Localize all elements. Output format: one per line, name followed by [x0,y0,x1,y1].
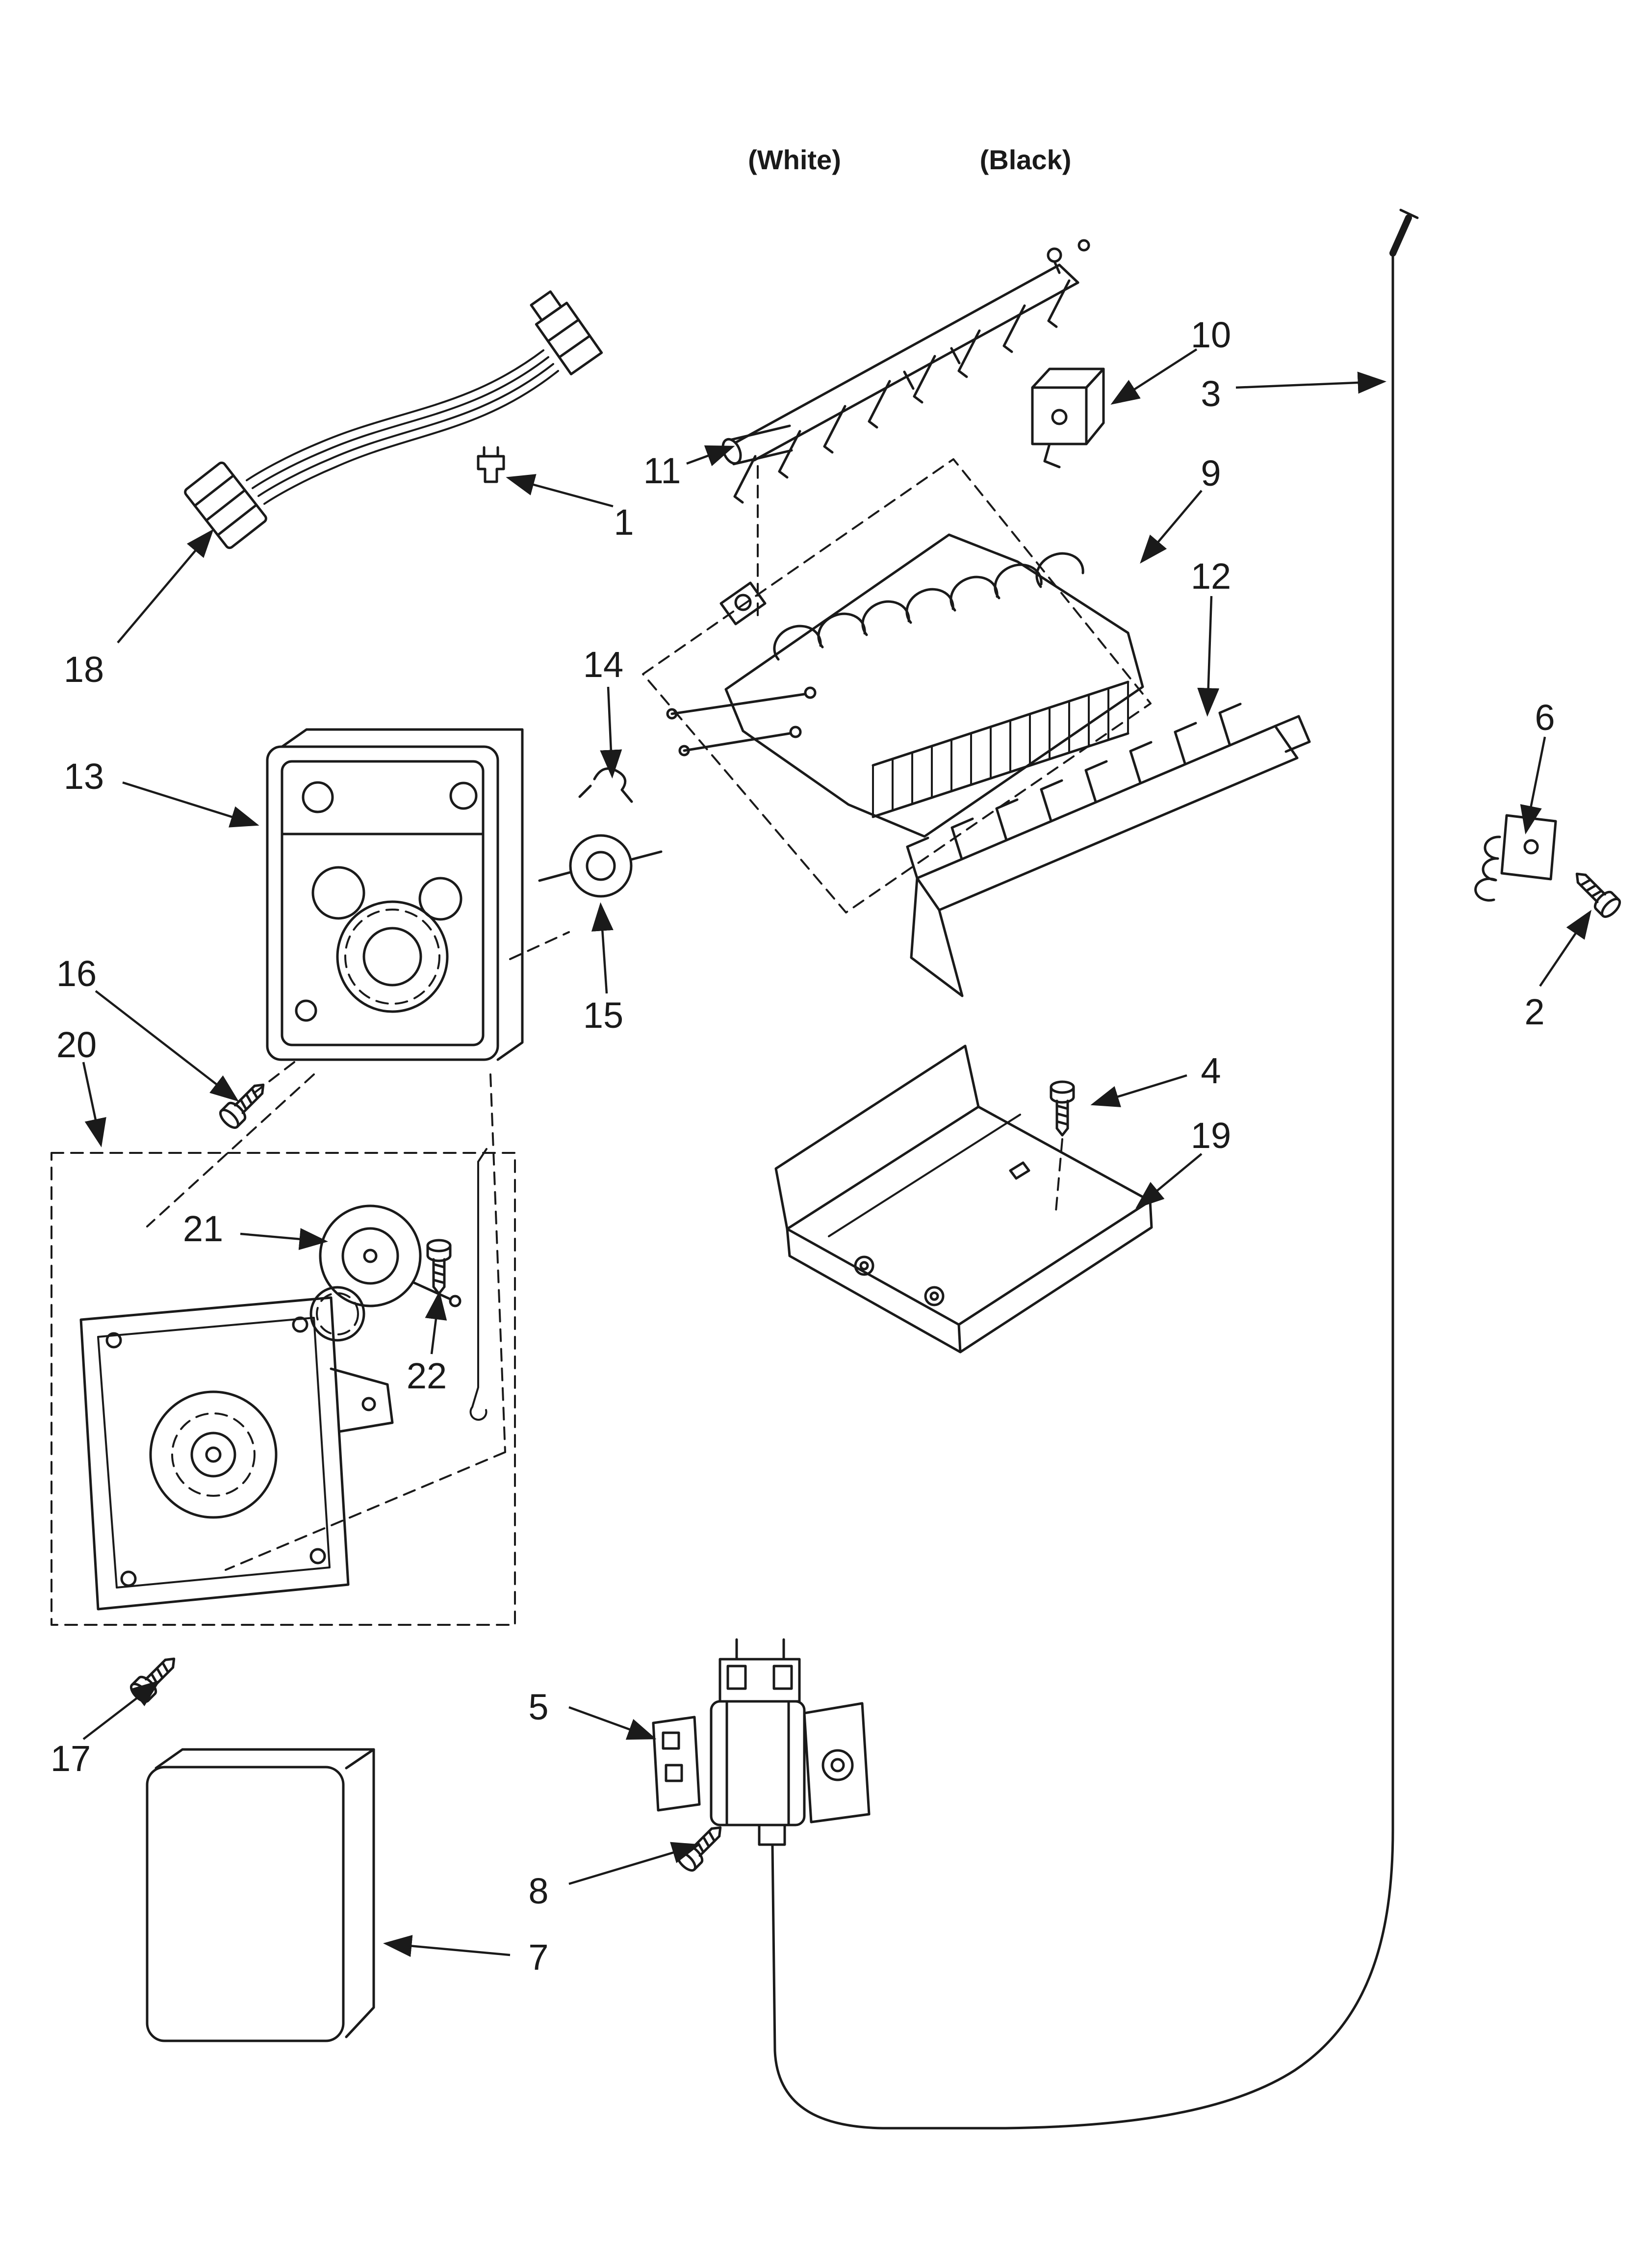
leader-18 [117,529,214,644]
leader-12 [1197,596,1220,717]
leader-4 [1090,1074,1187,1107]
header-label-white: (White) [748,144,841,175]
callout-17: 17 [51,1738,91,1779]
callout-16: 16 [56,953,97,994]
callout-10: 10 [1191,314,1231,355]
callout-6: 6 [1535,697,1555,738]
cap-drawing [538,834,663,898]
cover-drawing [146,1748,375,2042]
callout-19: 19 [1191,1115,1231,1156]
callout-3: 3 [1201,373,1221,414]
solenoid-drawing [652,1638,871,1846]
auger-motor-drawing [309,1148,487,1421]
screw-8-drawing [674,1820,728,1874]
wire-harness-drawing [184,290,603,549]
leader-10 [1110,348,1198,405]
assembly-9-dashed-outline [642,458,1152,913]
screw-22-drawing [428,1240,450,1294]
assembly-20-dashed-outline [51,1152,516,1626]
bracket-spring-drawing [1474,814,1557,902]
callout-1: 1 [614,502,634,543]
water-tube-drawing [771,209,1419,2130]
callout-20: 20 [56,1024,97,1065]
icemaker-module-drawing [146,728,570,1571]
leader-22 [425,1291,447,1355]
ice-mold-drawing [666,533,1144,838]
leader-11 [686,445,735,467]
leader-9 [1140,490,1203,564]
callout-15: 15 [583,995,623,1036]
leader-21 [240,1228,328,1251]
callout-4: 4 [1201,1050,1221,1091]
leader-7 [383,1935,511,1957]
tray-drawing [774,1044,1153,1354]
callout-14: 14 [583,644,623,685]
fill-cup-drawing [1031,367,1105,469]
screw-4-drawing [1051,1082,1074,1135]
callout-22: 22 [407,1356,447,1396]
callout-9: 9 [1201,453,1221,494]
leader-16 [95,990,239,1102]
auger-mount-plate-drawing [79,1296,394,1611]
leader-15 [591,902,614,994]
callout-11: 11 [643,450,681,491]
callout-8: 8 [528,1871,548,1911]
leader-8 [568,1842,701,1885]
screw-17-drawing [128,1651,182,1705]
callout-21: 21 [183,1208,223,1249]
mold-rack-top-drawing [721,239,1090,624]
callout-18: 18 [64,649,104,690]
small-clip-drawing [578,767,633,803]
callout-2: 2 [1524,991,1544,1032]
stripper-drawing [906,703,1311,997]
leader-19 [1135,1153,1203,1209]
leader-3 [1235,371,1386,394]
leader-5 [568,1706,657,1740]
callout-7: 7 [528,1937,548,1978]
screw-2-drawing [1569,866,1623,920]
callout-12: 12 [1191,556,1231,597]
leader-20 [82,1062,106,1147]
leader-17 [82,1680,161,1740]
header-label-black: (Black) [980,144,1072,175]
wire-clip-drawing [477,446,505,483]
leader-1 [506,474,614,508]
leader-13 [122,781,259,828]
callout-13: 13 [64,756,104,797]
leader-6 [1520,736,1546,834]
screw-16-drawing [217,1077,271,1131]
leader-14 [600,686,622,779]
callout-5: 5 [528,1687,548,1727]
leader-2 [1539,910,1592,987]
